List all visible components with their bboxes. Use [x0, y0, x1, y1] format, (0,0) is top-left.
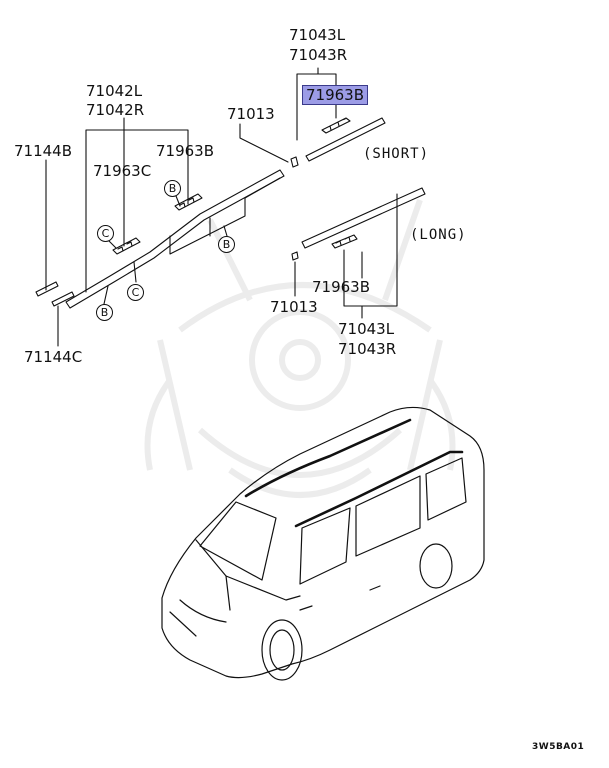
clip-71963b-long: [331, 234, 358, 249]
leader-71043-short: [296, 67, 337, 141]
moulding-71042-panel: [169, 177, 281, 255]
leader-71043-long: [343, 193, 398, 319]
reference-code: 3W5BA01: [532, 742, 585, 752]
moulding-71042: [65, 169, 285, 309]
label-71043r-long: 71043R: [338, 340, 397, 358]
callout-c-lower: C: [127, 284, 144, 301]
label-71144b: 71144B: [14, 142, 73, 160]
clip-71963b-short: [321, 117, 351, 134]
label-71042l: 71042L: [86, 82, 143, 100]
label-71043l-short: 71043L: [289, 26, 346, 44]
callout-b-upper: B: [164, 180, 181, 197]
label-71013-top: 71013: [227, 105, 275, 123]
moulding-71144b: [35, 281, 59, 297]
label-71043r-short: 71043R: [289, 46, 348, 64]
label-71963b-upper: 71963B: [156, 142, 215, 160]
clip-71963c: [112, 237, 141, 255]
callout-leaders: [103, 195, 228, 305]
callout-c-left: C: [97, 225, 114, 242]
label-71963c: 71963C: [93, 162, 152, 180]
callout-b-right: B: [218, 236, 235, 253]
moulding-long: [301, 187, 426, 249]
label-71013-bottom: 71013: [270, 298, 318, 316]
label-71963b-lower: 71963B: [312, 278, 371, 296]
label-short-note: (SHORT): [363, 146, 430, 162]
label-long-note: (LONG): [410, 227, 467, 243]
endcap-71013-bottom: [291, 251, 299, 261]
vehicle-outline: [161, 406, 485, 681]
leader-71042: [85, 117, 189, 293]
watermark-crest: [144, 199, 456, 498]
endcap-71013-top: [290, 156, 299, 168]
label-71144c: 71144C: [24, 348, 83, 366]
leader-71013-top: [239, 123, 289, 163]
callout-b-lower: B: [96, 304, 113, 321]
moulding-short: [305, 117, 386, 162]
label-71042r: 71042R: [86, 101, 145, 119]
label-71043l-long: 71043L: [338, 320, 395, 338]
moulding-71144c: [51, 291, 75, 307]
clip-71963b-upper: [174, 193, 203, 211]
label-71963b-highlighted[interactable]: 71963B: [302, 85, 369, 105]
